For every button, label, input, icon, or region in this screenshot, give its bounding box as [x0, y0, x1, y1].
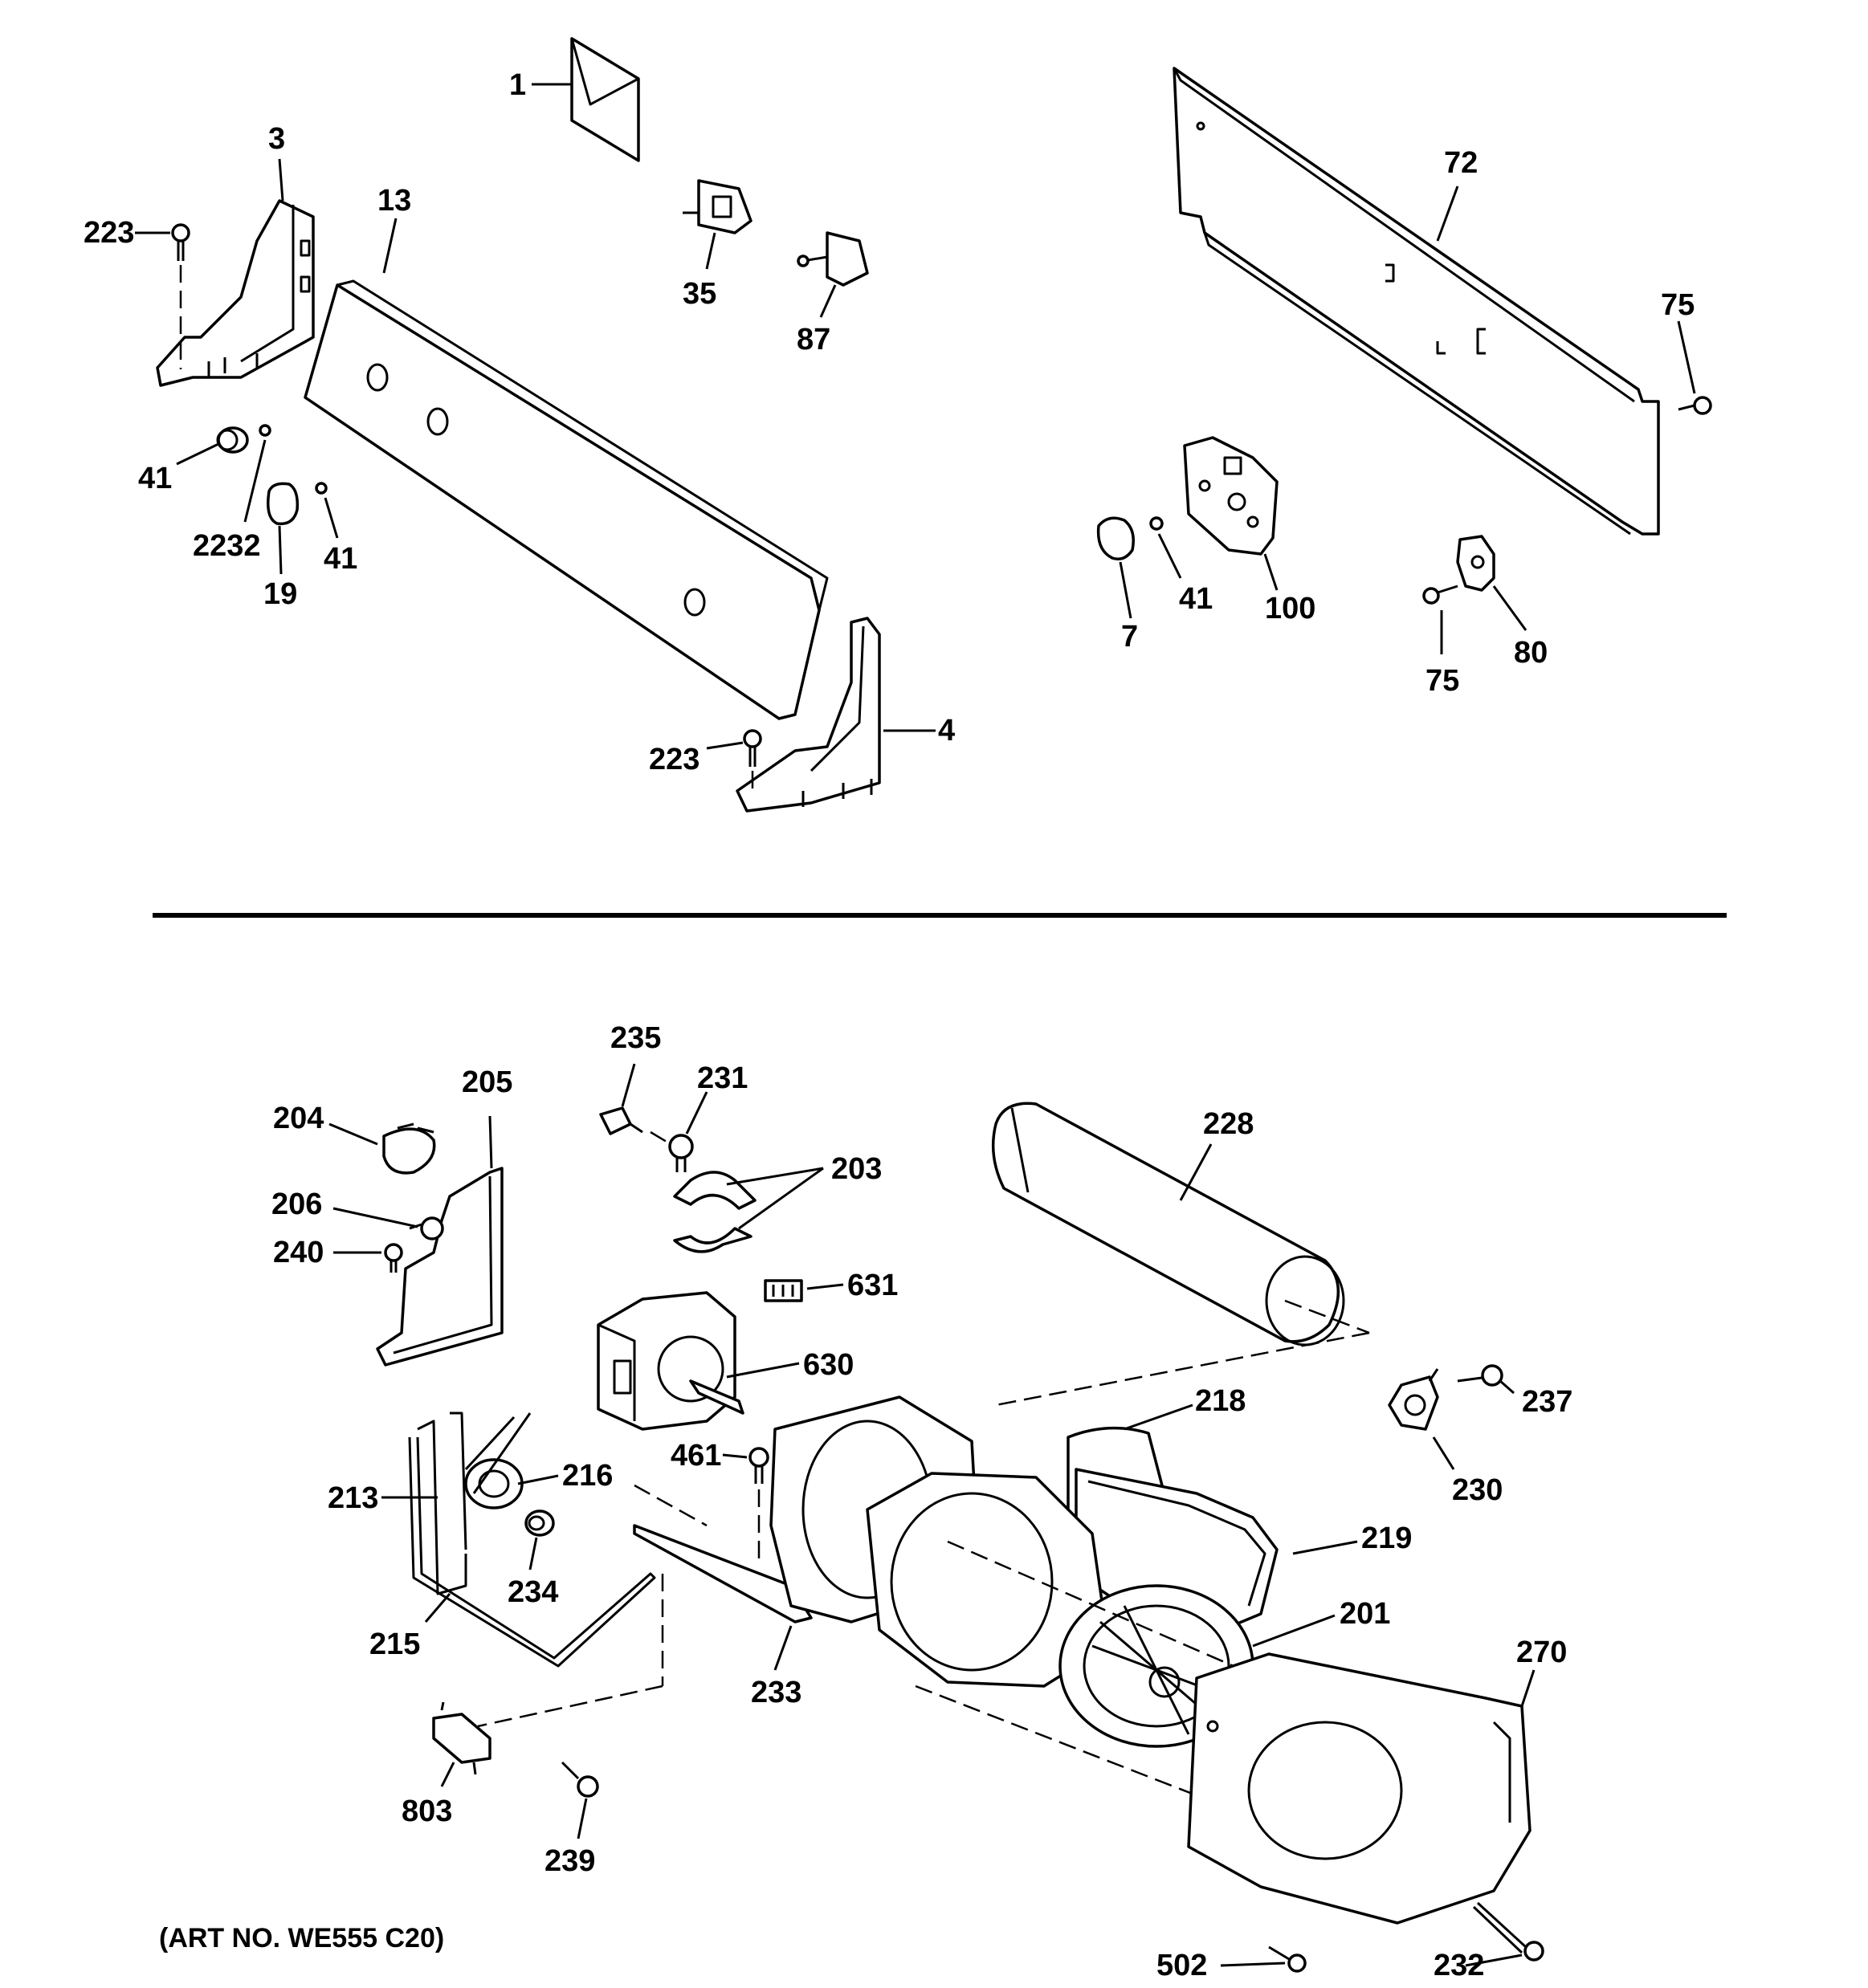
label-233: 233 — [751, 1676, 801, 1709]
label-201: 201 — [1340, 1597, 1390, 1631]
part-631-block — [764, 1279, 803, 1302]
label-41-b: 41 — [324, 542, 357, 576]
label-1: 1 — [509, 68, 526, 102]
label-2232: 2232 — [193, 529, 261, 563]
label-35: 35 — [683, 277, 716, 311]
label-228: 228 — [1203, 1107, 1254, 1141]
label-231: 231 — [697, 1061, 748, 1095]
part-4-right-bracket — [736, 617, 881, 813]
label-235: 235 — [610, 1021, 661, 1055]
part-230-thermostat — [1388, 1368, 1439, 1431]
part-41-knob — [216, 426, 249, 454]
part-19-knob — [267, 482, 300, 526]
label-3: 3 — [268, 122, 285, 156]
part-41-clip-c — [1149, 516, 1164, 531]
label-205: 205 — [462, 1065, 512, 1099]
label-240: 240 — [273, 1236, 324, 1269]
art-number-caption: (ART NO. WE555 C20) — [159, 1923, 444, 1953]
part-223-screw-b — [743, 729, 762, 767]
part-204-clip — [382, 1122, 436, 1175]
part-237-screw — [1457, 1364, 1503, 1387]
label-80: 80 — [1514, 636, 1548, 670]
label-218: 218 — [1195, 1384, 1246, 1418]
label-206: 206 — [271, 1188, 322, 1221]
part-630-motor — [597, 1291, 744, 1431]
label-239: 239 — [544, 1844, 595, 1878]
label-7: 7 — [1121, 620, 1138, 654]
part-215-arm — [408, 1436, 656, 1668]
part-1-envelope — [570, 37, 640, 162]
part-239-screw — [561, 1761, 599, 1798]
label-215: 215 — [369, 1627, 420, 1661]
part-231-screw — [668, 1134, 694, 1172]
part-100-timer — [1183, 436, 1279, 556]
part-205-bracket — [376, 1167, 504, 1367]
part-206-screw — [409, 1216, 444, 1240]
part-270-cover — [1187, 1652, 1532, 1925]
part-228-duct — [991, 1102, 1345, 1346]
label-213: 213 — [328, 1481, 378, 1515]
label-203: 203 — [831, 1152, 882, 1186]
label-223-a: 223 — [84, 216, 134, 250]
label-204: 204 — [273, 1102, 324, 1135]
part-232-screw — [1472, 1901, 1544, 1962]
part-75-screw-b — [1422, 585, 1458, 605]
label-234: 234 — [508, 1575, 558, 1609]
label-13: 13 — [377, 184, 411, 218]
part-72-back-panel — [1173, 67, 1660, 536]
label-502: 502 — [1156, 1949, 1207, 1982]
part-213-bracket — [417, 1412, 467, 1595]
part-2232-clip — [259, 424, 271, 437]
part-235-screw — [599, 1106, 643, 1135]
part-41-clip — [315, 482, 328, 495]
label-87: 87 — [797, 323, 830, 356]
label-461: 461 — [671, 1439, 721, 1473]
part-75-screw-a — [1678, 396, 1712, 415]
part-216-pulley — [464, 1412, 532, 1509]
part-7-knob — [1096, 516, 1135, 560]
label-19: 19 — [263, 577, 297, 611]
part-803-switch — [432, 1701, 491, 1775]
part-240-screw — [384, 1243, 403, 1273]
part-502-screw — [1268, 1945, 1307, 1973]
label-41-a: 41 — [138, 462, 172, 495]
label-75-b: 75 — [1425, 664, 1459, 698]
label-219: 219 — [1361, 1522, 1412, 1555]
part-87-switch — [797, 231, 869, 287]
label-232: 232 — [1434, 1949, 1484, 1982]
label-100: 100 — [1265, 592, 1315, 625]
part-80-clip — [1456, 535, 1495, 592]
label-41-c: 41 — [1179, 582, 1213, 616]
label-4: 4 — [938, 714, 955, 748]
label-803: 803 — [402, 1794, 452, 1828]
part-223-screw — [171, 223, 190, 261]
part-203-clamps — [673, 1171, 757, 1253]
label-216: 216 — [562, 1459, 613, 1493]
part-201-blower-wheel — [866, 1472, 1254, 1748]
label-237: 237 — [1522, 1385, 1572, 1419]
label-631: 631 — [847, 1269, 898, 1302]
label-230: 230 — [1452, 1473, 1503, 1507]
label-270: 270 — [1516, 1636, 1567, 1669]
label-630: 630 — [803, 1348, 854, 1382]
label-223-b: 223 — [649, 743, 699, 776]
part-234-nut — [524, 1509, 555, 1537]
part-13-control-panel — [304, 279, 829, 720]
part-3-left-bracket — [156, 199, 315, 387]
label-72: 72 — [1444, 146, 1478, 180]
label-75-a: 75 — [1661, 288, 1695, 322]
part-461-screw — [748, 1447, 769, 1484]
part-35-switch — [683, 179, 753, 234]
